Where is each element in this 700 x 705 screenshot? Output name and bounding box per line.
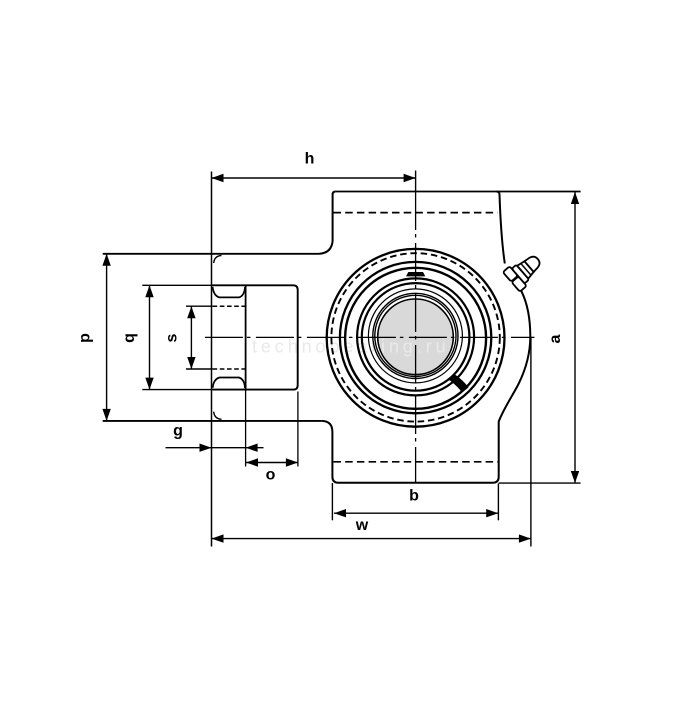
svg-text:h: h — [305, 151, 315, 168]
svg-text:b: b — [409, 488, 419, 505]
svg-text:a: a — [547, 334, 564, 343]
svg-text:g: g — [173, 423, 183, 440]
svg-text:s: s — [164, 333, 181, 342]
svg-text:w: w — [355, 517, 369, 534]
svg-text:o: o — [266, 467, 276, 484]
svg-text:technobearing.ru: technobearing.ru — [252, 337, 450, 357]
svg-text:q: q — [121, 333, 138, 343]
svg-text:p: p — [77, 333, 94, 343]
